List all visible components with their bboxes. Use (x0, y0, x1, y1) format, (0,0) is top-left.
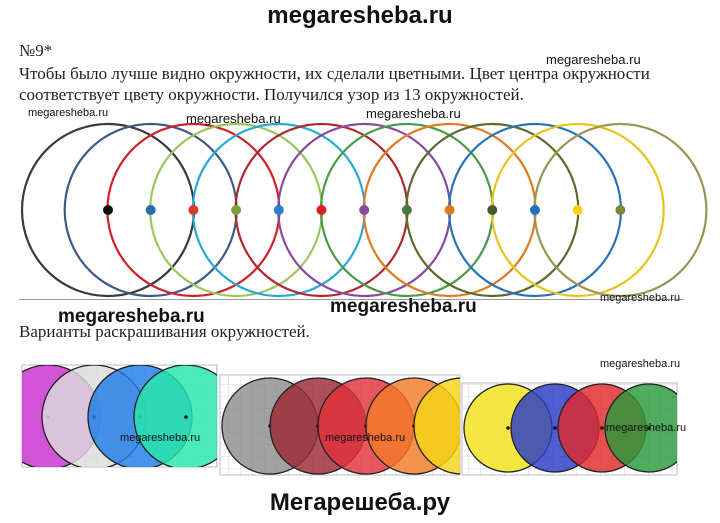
pattern-circle-center (273, 205, 284, 215)
watermark: megaresheba.ru (120, 432, 201, 444)
variants-label: Варианты раскрашивания окружностей. (19, 322, 310, 341)
pattern-circle-center (572, 205, 583, 215)
watermark: megaresheba.ru (58, 306, 205, 327)
variant-a-circle (133, 365, 217, 467)
variant-c-circle-center (647, 426, 651, 430)
pattern-circle-center (359, 205, 370, 215)
watermark: megaresheba.ru (600, 292, 681, 304)
problem-number: №9* (19, 41, 53, 60)
problem-text: Чтобы было лучше видно окружности, их сд… (19, 64, 650, 104)
pattern-circle-center (487, 205, 498, 215)
pattern-circle-center (316, 205, 327, 215)
variant-c-circle (604, 383, 677, 473)
watermark: megaresheba.ru (325, 432, 406, 444)
watermark-footer: Мегарешеба.ру (269, 489, 451, 516)
variant-a-circle-center (184, 415, 188, 419)
pattern-circle-center (145, 205, 156, 215)
watermark: megaresheba.ru (546, 52, 641, 67)
variant-c-circle-center (600, 426, 604, 430)
pattern-circle-center (188, 205, 199, 215)
watermark: megaresheba.ru (28, 107, 109, 119)
pattern-circle-center (530, 205, 540, 215)
watermark: megaresheba.ru (600, 358, 681, 370)
pattern-circle-center (231, 205, 242, 215)
pattern-circle-center (615, 205, 626, 215)
pattern-circle-center (401, 205, 412, 215)
divider (19, 299, 684, 300)
variant-c-circle-center (506, 426, 510, 430)
variant-c-circle-center (553, 426, 557, 430)
pattern-circle-center (103, 205, 113, 215)
variant-b-circle (413, 377, 460, 475)
watermark: megaresheba.ru (186, 111, 281, 126)
pattern-circle-center (444, 205, 455, 215)
watermark: megaresheba.ru (366, 106, 461, 121)
watermark: megaresheba.ru (330, 296, 477, 317)
watermark-header: megaresheba.ru (267, 2, 453, 29)
watermark: megaresheba.ru (606, 422, 687, 434)
